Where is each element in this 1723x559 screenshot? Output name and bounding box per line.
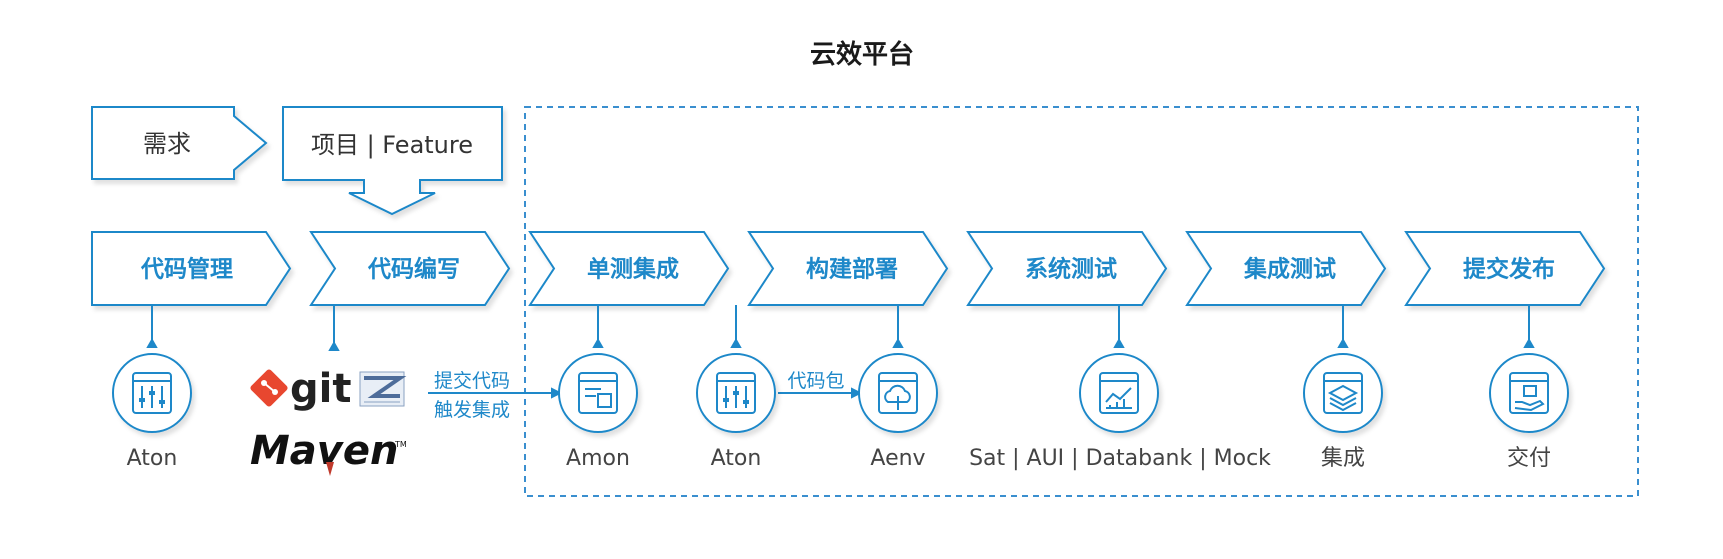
amon-tool-icon <box>558 353 638 433</box>
stage-build-deploy <box>747 231 949 306</box>
delivery-hand-icon <box>1489 353 1569 433</box>
connectors <box>146 305 1535 399</box>
aenv-label: Aenv <box>870 446 925 471</box>
git-logo-text: git <box>290 366 351 412</box>
stage-label-unit-test-integration: 单测集成 <box>587 256 679 283</box>
maven-trademark: TM <box>394 440 407 449</box>
maven-feather-icon <box>326 462 334 476</box>
project-feature-box <box>282 106 503 216</box>
aton-tool-icon-2 <box>696 353 776 433</box>
requirement-label: 需求 <box>143 130 191 158</box>
integration-layers-icon <box>1303 353 1383 433</box>
amon-label: Amon <box>566 446 630 471</box>
stage-label-submit-release: 提交发布 <box>1463 256 1555 283</box>
stage-label-integration-test: 集成测试 <box>1243 256 1336 283</box>
aton-label: Aton <box>127 446 178 471</box>
stage-label-code-management: 代码管理 <box>140 256 233 283</box>
project-feature-label: 项目 | Feature <box>311 131 473 159</box>
stage-code-management <box>91 231 292 306</box>
stage-system-test <box>966 231 1168 306</box>
trigger-integration-note: 触发集成 <box>434 399 510 421</box>
aton-label-2: Aton <box>711 446 762 471</box>
stage-chevrons: 代码管理 代码编写 单测集成 构建部署 系统测试 集成测试 提交发布 <box>91 231 1606 306</box>
stage-unit-test-integration <box>528 231 730 306</box>
requirement-box <box>91 106 268 180</box>
stage-integration-test <box>1185 231 1387 306</box>
maven-logo-text: Maven <box>250 428 398 474</box>
stage-label-system-test: 系统测试 <box>1025 256 1117 283</box>
git-logo-icon <box>250 369 288 407</box>
stage-label-code-writing: 代码编写 <box>367 256 460 283</box>
tool-circles <box>112 353 1569 433</box>
system-test-tools-label: Sat | AUI | Databank | Mock <box>969 446 1271 471</box>
aton-tool-icon <box>112 353 192 433</box>
aenv-cloud-icon <box>858 353 938 433</box>
diagram-title: 云效平台 <box>810 39 914 70</box>
integration-label: 集成 <box>1321 446 1365 471</box>
stage-submit-release <box>1404 231 1606 306</box>
delivery-label: 交付 <box>1507 446 1551 471</box>
stripe-logo-icon <box>359 371 407 407</box>
platform-boundary <box>524 106 1639 497</box>
stage-code-writing <box>309 231 511 306</box>
code-package-note: 代码包 <box>787 370 844 392</box>
submit-code-note: 提交代码 <box>434 370 510 392</box>
system-test-chart-icon <box>1079 353 1159 433</box>
stage-label-build-deploy: 构建部署 <box>806 256 898 283</box>
